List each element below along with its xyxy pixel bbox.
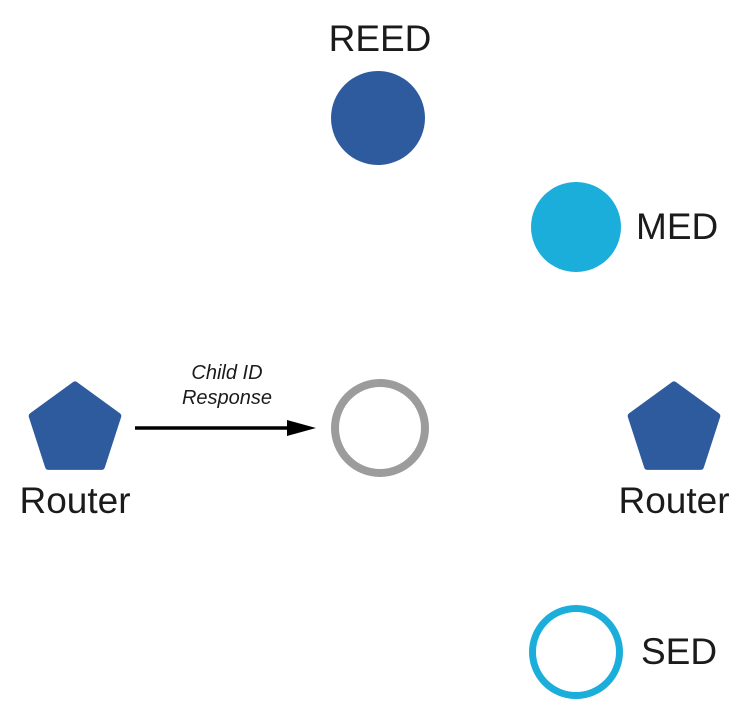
router-left-pentagon-icon xyxy=(28,381,122,470)
router-left-label: Router xyxy=(19,480,131,521)
arrow-head xyxy=(287,420,316,436)
reed-label: REED xyxy=(328,18,432,59)
med-label: MED xyxy=(636,206,719,247)
router-right-label: Router xyxy=(618,480,730,521)
pentagon-shape xyxy=(28,381,122,470)
sed-node-circle xyxy=(529,605,623,699)
joiner-node-circle xyxy=(331,379,429,477)
pentagon-shape xyxy=(627,381,721,470)
child-id-response-arrow xyxy=(135,420,316,436)
router-right-pentagon-icon xyxy=(627,381,721,470)
med-node-circle xyxy=(531,182,621,272)
reed-node-circle xyxy=(331,71,425,165)
sed-label: SED xyxy=(641,631,718,672)
arrow-label: Child ID Response xyxy=(130,361,324,411)
arrow-label-line2: Response xyxy=(181,387,273,409)
arrow-label-line1: Child ID xyxy=(191,362,263,384)
